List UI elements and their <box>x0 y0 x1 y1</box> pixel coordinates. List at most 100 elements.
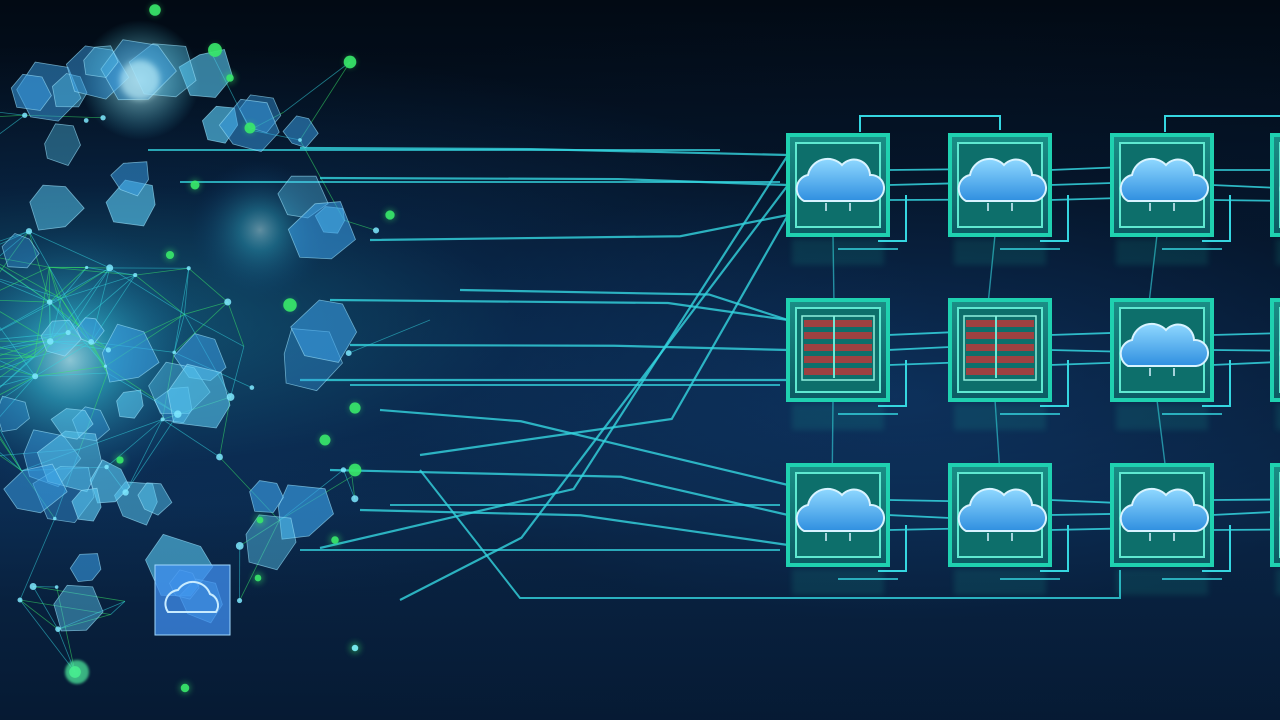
green-node <box>226 74 234 82</box>
mesh-line <box>0 278 62 299</box>
mesh-line <box>188 267 229 303</box>
module-bracket <box>1040 525 1069 572</box>
mesh-line <box>90 341 108 374</box>
green-node <box>180 683 190 693</box>
module-reflection <box>954 239 1046 265</box>
module-1-4 <box>1270 133 1280 265</box>
network-node-clusters <box>0 39 358 636</box>
network-node-blob <box>29 184 85 231</box>
mesh-line <box>50 341 109 351</box>
grid-link <box>1049 182 1113 186</box>
mesh-line <box>0 114 25 135</box>
module-reflection <box>954 404 1046 430</box>
blue-node <box>88 338 95 345</box>
module-reflection <box>1276 569 1280 595</box>
connection-line <box>359 508 789 547</box>
cloud-module-grid <box>786 133 1280 595</box>
mesh-line <box>0 332 69 349</box>
bright-node <box>120 60 160 100</box>
grid-link <box>1211 199 1273 202</box>
mesh-line <box>173 268 190 353</box>
green-node <box>343 55 357 69</box>
network-node-blob <box>83 45 119 78</box>
module-reflection <box>792 404 884 430</box>
server-panel-stripe <box>966 320 1034 327</box>
server-panel-stripe <box>966 332 1034 339</box>
network-node-blob <box>53 584 104 632</box>
blue-node <box>216 453 223 461</box>
mesh-line <box>19 518 56 601</box>
green-node <box>116 456 124 464</box>
blue-node <box>17 597 23 603</box>
module-reflection <box>1116 404 1208 430</box>
module-3-1 <box>786 463 907 595</box>
grid-link <box>1049 527 1113 531</box>
cloud-icon <box>795 487 885 532</box>
mesh-line <box>0 230 30 245</box>
network-node-blob <box>0 395 30 432</box>
mesh-line <box>32 586 59 630</box>
green-node <box>244 122 256 134</box>
mesh-line <box>0 353 35 358</box>
blue-node <box>298 138 302 142</box>
module-reflection <box>792 569 884 595</box>
green-node <box>331 536 339 544</box>
blue-node <box>25 228 33 235</box>
mesh-line <box>28 230 110 269</box>
module-3-2 <box>948 463 1069 595</box>
mesh-line <box>0 341 51 368</box>
mesh-line <box>239 520 280 547</box>
blue-node <box>224 298 232 306</box>
mesh-line <box>283 61 351 113</box>
grid-link <box>887 168 951 171</box>
module-bracket <box>878 360 907 407</box>
network-node-blob <box>71 487 102 522</box>
blue-node <box>133 273 138 278</box>
server-panel-stripe <box>804 344 872 351</box>
mesh-line <box>0 311 51 342</box>
grid-link <box>887 346 951 351</box>
mesh-line <box>49 267 87 303</box>
mesh-line <box>0 114 25 117</box>
blue-node <box>83 118 89 123</box>
grid-link <box>887 514 951 519</box>
green-node <box>256 516 264 524</box>
module-1-2 <box>948 133 1069 265</box>
blue-node <box>46 338 54 345</box>
grid-link <box>1049 197 1113 201</box>
mesh-line <box>173 301 229 353</box>
mesh-line <box>0 435 22 471</box>
server-panel-icon <box>963 315 1037 381</box>
mesh-line <box>239 520 280 601</box>
blue-node <box>351 495 359 503</box>
connection-line <box>859 115 1001 132</box>
mesh-line <box>0 438 22 471</box>
mesh-line <box>110 601 126 615</box>
mesh-line <box>343 219 377 231</box>
mesh-line <box>33 267 50 358</box>
network-node-blob <box>1 233 40 269</box>
cloud-icon <box>1119 322 1209 367</box>
mesh-line <box>34 341 51 377</box>
mesh-line <box>48 267 69 333</box>
mesh-line <box>0 376 36 418</box>
network-node-blob <box>110 161 149 197</box>
network-node-blob <box>249 480 284 513</box>
mesh-line <box>67 274 136 333</box>
grid-link <box>1049 499 1113 504</box>
connection-line <box>329 298 789 322</box>
blue-node <box>55 626 61 632</box>
mesh-line <box>184 268 190 315</box>
network-node-blob <box>76 317 105 345</box>
connection-line <box>1164 115 1280 132</box>
module-reflection <box>792 239 884 265</box>
mesh-line <box>56 586 76 673</box>
network-node-blob <box>3 463 68 514</box>
blue-node <box>235 542 244 550</box>
mesh-line <box>125 413 179 493</box>
mesh-line <box>67 267 111 333</box>
green-node <box>349 402 361 414</box>
large-node <box>65 660 89 684</box>
green-node <box>319 434 331 446</box>
